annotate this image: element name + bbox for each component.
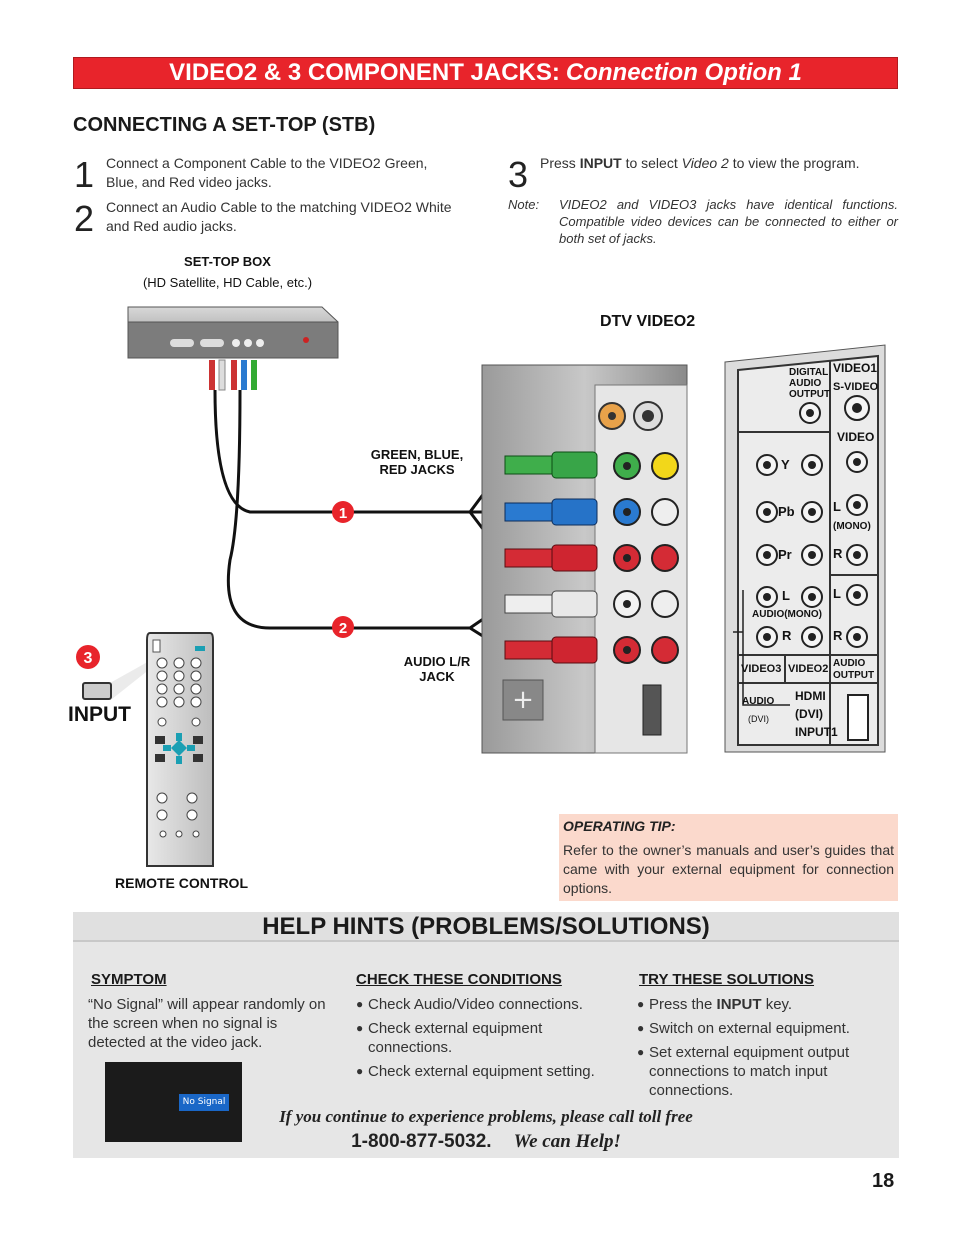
svg-text:(DVI): (DVI) [795,707,823,721]
callout-line: If you continue to experience problems, … [279,1107,693,1126]
title-italic: Connection Option 1 [565,59,802,86]
svg-text:DIGITAL: DIGITAL [789,367,828,378]
stb-sublabel: (HD Satellite, HD Cable, etc.) [142,275,313,290]
svg-text:1: 1 [339,505,347,522]
stb-cable-plugs [209,359,257,391]
plug-white-audio [504,590,641,618]
svg-text:(DVI): (DVI) [748,714,769,724]
symptom-text: “No Signal” will appear randomly on the … [88,996,326,1051]
svg-text:2: 2 [339,620,347,637]
tip-heading: OPERATING TIP: [563,818,676,834]
help-heading: HELP HINTS (PROBLEMS/SOLUTIONS) [73,912,899,942]
svg-text:VIDEO1: VIDEO1 [833,361,877,375]
check-item: Check external equipment setting. [356,1062,616,1081]
svg-text:OUTPUT: OUTPUT [833,670,874,681]
help-hints-box: HELP HINTS (PROBLEMS/SOLUTIONS) SYMPTOM … [73,912,899,1158]
svg-text:R: R [833,628,843,643]
component-cable [213,389,470,514]
plug-red-audio [504,636,641,664]
step-1-number: 1 [74,154,95,195]
remote-control [146,632,214,867]
connection-diagram: + 1 2 3 [76,306,886,867]
check-item: Check Audio/Video connections. [356,995,616,1014]
plug-blue [504,498,641,526]
svg-text:Pb: Pb [778,504,795,519]
no-signal-message: No Signal [179,1094,229,1111]
remote-control-label: REMOTE CONTROL [115,875,248,891]
no-signal-screen: No Signal [105,1062,242,1142]
badge-1: 1 [332,501,354,523]
input-label: INPUT [68,703,131,726]
check-conditions-heading: CHECK THESE CONDITIONS [356,971,562,988]
svg-text:VIDEO3: VIDEO3 [741,663,781,675]
check-item: Check external equipment connections. [356,1019,601,1057]
dtv-video2-label: DTV VIDEO2 [600,313,696,330]
svg-text:R: R [782,628,792,643]
badge-3: 3 [76,645,100,669]
callout-phone-line: 1-800-877-5032. We can Help! [73,1131,899,1153]
svg-text:AUDIO: AUDIO [742,696,774,707]
step-2-text: Connect an Audio Cable to the matching V… [106,199,452,234]
solutions-heading: TRY THESE SOLUTIONS [639,971,815,988]
solution-item: Switch on external equipment. [637,1019,882,1038]
svg-text:VIDEO2: VIDEO2 [788,663,828,675]
we-can-help: We can Help! [513,1131,621,1152]
audio-cable [226,389,470,630]
svg-text:AUDIO: AUDIO [833,658,865,669]
svg-text:L: L [782,588,790,603]
section-title-bar: VIDEO2 & 3 COMPONENT JACKS: Connection O… [73,57,898,89]
svg-text:INPUT1: INPUT1 [795,725,838,739]
svg-text:S-VIDEO: S-VIDEO [833,381,879,393]
section-heading: CONNECTING A SET-TOP (STB) [73,114,376,136]
svg-text:L: L [833,499,841,514]
green-blue-red-jacks-label: GREEN, BLUE, RED JACKS [370,447,464,477]
note-label: Note: [508,197,540,212]
step-2-number: 2 [74,198,95,239]
phone-number: 1-800-877-5032. [351,1131,492,1152]
svg-text:+: + [512,685,534,715]
svg-text:OUTPUT: OUTPUT [789,389,830,400]
stb-label: SET-TOP BOX [184,254,271,269]
solution-item: Press the INPUT key. [637,995,877,1014]
operating-tip: OPERATING TIP: Refer to the owner’s manu… [559,814,898,901]
svg-text:(MONO): (MONO) [833,521,871,532]
step-3-number: 3 [508,154,529,195]
svg-text:AUDIO: AUDIO [789,378,821,389]
page-number: 18 [872,1170,895,1192]
svg-text:AUDIO(MONO): AUDIO(MONO) [752,609,822,620]
symptom-heading: SYMPTOM [91,971,167,988]
svg-text:L: L [833,586,841,601]
plug-green [504,451,641,480]
note-text: VIDEO2 and VIDEO3 jacks have identical f… [559,197,898,246]
svg-text:R: R [833,546,843,561]
plug-red-video [504,544,641,572]
set-top-box [127,306,339,359]
tv-back-panel: DIGITAL AUDIO OUTPUT VIDEO1 S-VIDEO VIDE… [724,344,886,753]
tip-text: Refer to the owner’s manuals and user’s … [563,842,894,896]
title-main: VIDEO2 & 3 COMPONENT JACKS: [169,59,560,86]
badge-2: 2 [332,616,354,638]
solution-item: Set external equipment output connection… [637,1043,877,1100]
audio-lr-jack-label: AUDIO L/R JACK [403,654,471,684]
svg-text:Y: Y [781,457,790,472]
svg-text:VIDEO: VIDEO [837,430,874,444]
step-3-text: Press INPUT to select Video 2 to view th… [540,155,860,171]
svg-text:Pr: Pr [778,547,792,562]
svg-text:3: 3 [84,650,93,667]
step-1-text: Connect a Component Cable to the VIDEO2 … [106,155,428,190]
svg-text:HDMI: HDMI [795,689,826,703]
